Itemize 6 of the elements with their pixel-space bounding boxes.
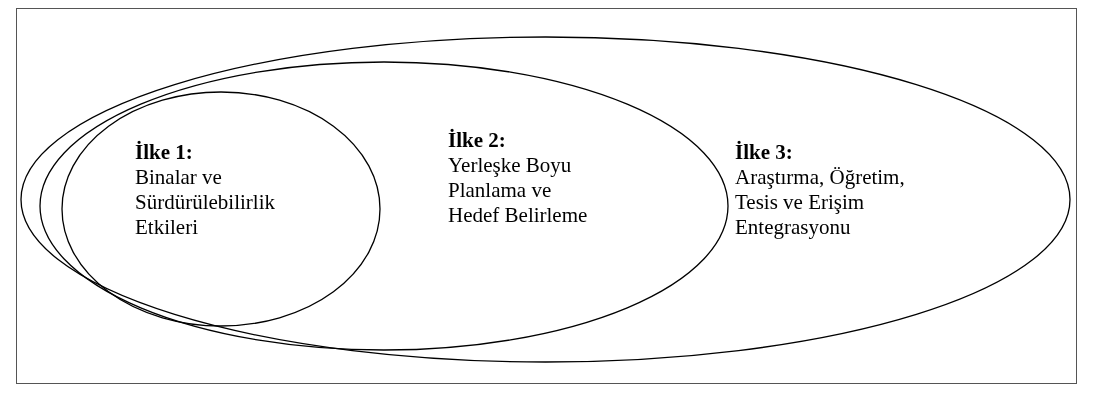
principle-heading: İlke 3: xyxy=(735,140,794,165)
principle-heading: İlke 1: xyxy=(135,140,194,165)
principle-description: Binalar ve Sürdürülebilirlik Etkileri xyxy=(135,165,276,240)
principle-description: Yerleşke Boyu Planlama ve Hedef Belirleme xyxy=(448,153,589,228)
principle-description: Araştırma, Öğretim, Tesis ve Erişim Entegrasyonu xyxy=(735,165,906,240)
principle-heading: İlke 2: xyxy=(448,128,507,153)
